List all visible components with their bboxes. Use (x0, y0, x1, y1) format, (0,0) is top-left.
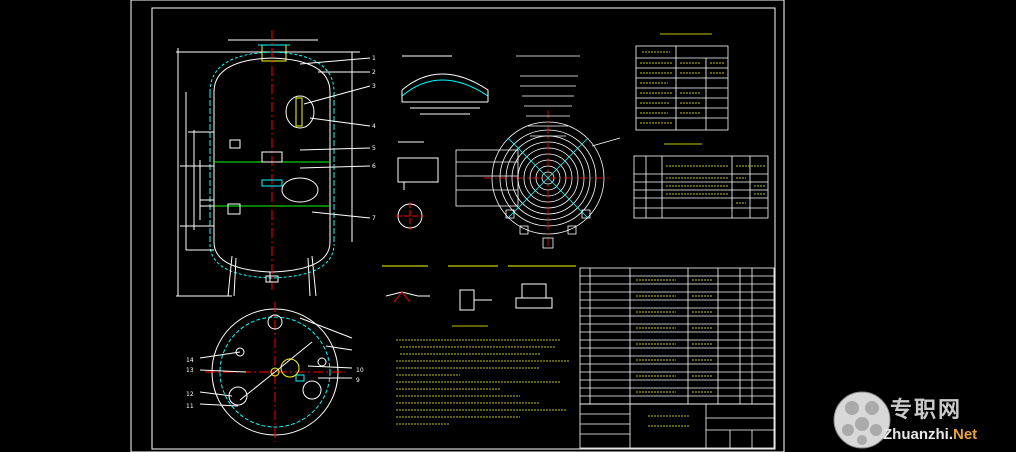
tech-characteristics-table (635, 33, 729, 131)
vessel-front-view (176, 30, 371, 297)
head-detail (401, 55, 489, 115)
callout-11: 11 (186, 403, 194, 410)
watermark-en-suffix: Net (953, 426, 978, 443)
watermark-logo (833, 391, 891, 449)
technical-requirements (396, 325, 570, 425)
callout-7: 7 (372, 215, 376, 222)
vessel-plan-view (199, 302, 353, 442)
plan-callouts: 14 13 12 11 10 9 (186, 357, 364, 410)
watermark-en-main: Zhuanzhi. (883, 426, 953, 443)
callout-4: 4 (372, 123, 376, 130)
coil-section-view (455, 55, 621, 249)
callout-14: 14 (186, 357, 194, 364)
parts-list-table (579, 267, 775, 405)
flange-details (396, 141, 439, 230)
front-callouts: 1 2 3 4 5 6 7 (372, 55, 376, 222)
callout-9: 9 (356, 377, 360, 384)
weld-details (382, 265, 576, 311)
callout-6: 6 (372, 163, 376, 170)
callout-2: 2 (372, 69, 376, 76)
watermark-text-cn: 专职网 (890, 398, 963, 423)
title-block (579, 403, 775, 449)
callout-12: 12 (186, 391, 194, 398)
nozzle-table (633, 143, 769, 219)
callout-3: 3 (372, 83, 376, 90)
outer-frame (130, 0, 785, 452)
callout-5: 5 (372, 145, 376, 152)
callout-10: 10 (356, 367, 364, 374)
callout-13: 13 (186, 367, 194, 374)
watermark-text-en: Zhuanzhi.Net (883, 426, 977, 443)
inner-frame (151, 7, 776, 450)
callout-1: 1 (372, 55, 376, 62)
